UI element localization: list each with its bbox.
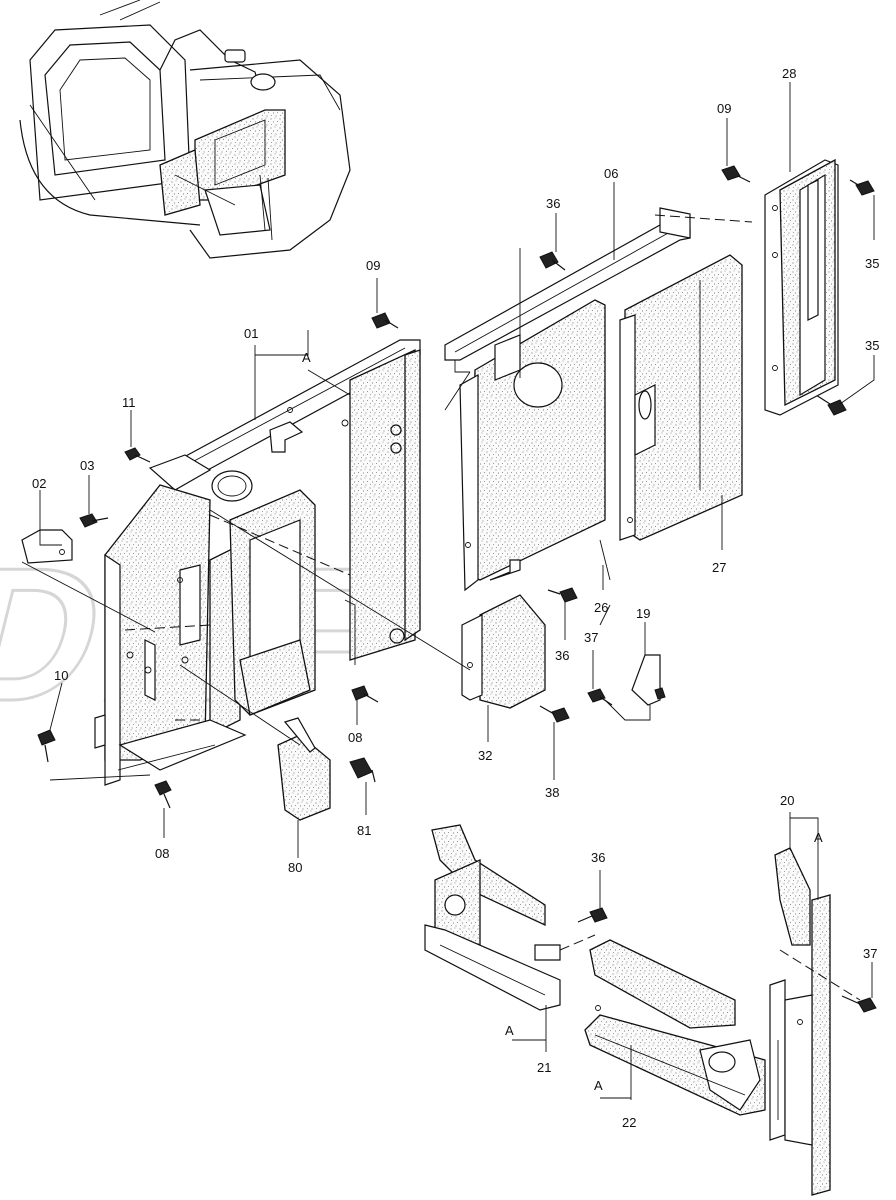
callout-06: 06 [604,166,618,181]
callout-35-lower: 35 [865,338,879,353]
callout-19: 19 [636,606,650,621]
part-19-bracket [631,654,666,706]
callout-08-upper: 08 [348,730,362,745]
callout-27: 27 [712,560,726,575]
part-26-panel [459,299,611,592]
callout-11: 11 [122,395,136,410]
leader-lines [21,82,875,1100]
callout-03: 03 [80,458,94,473]
main-frame [94,339,421,786]
ref-a-part20: A [814,830,823,845]
callout-01: 01 [244,326,258,341]
part-20-assembly [769,847,861,1196]
part-22-assembly [584,939,766,1116]
bolt-09a [371,312,399,329]
callout-36-upper: 36 [546,196,560,211]
part-32-cover [461,594,546,709]
bolt-09b [721,165,751,183]
bolt-11 [124,447,151,463]
callout-20: 20 [780,793,794,808]
bolt-35b [815,394,847,416]
callout-80: 80 [288,860,302,875]
bolt-36a [539,251,566,271]
part-21-assembly [424,824,596,1011]
bolt-08a [351,685,379,703]
callout-08-lower: 08 [155,846,169,861]
ref-a-frame: A [302,350,311,365]
callout-26: 26 [594,600,608,615]
bolt-08b [154,780,172,809]
bolt-35a [849,179,875,196]
callout-35-upper: 35 [865,256,879,271]
bolt-38 [539,705,570,723]
callout-10: 10 [54,668,68,683]
part-28-panel [764,158,839,416]
callout-38: 38 [545,785,559,800]
callout-09-right: 09 [717,101,731,116]
bolt-10 [37,729,56,763]
callout-09-left: 09 [366,258,380,273]
callout-81: 81 [357,823,371,838]
ref-a-part22: A [594,1078,603,1093]
callout-36-middle: 36 [555,648,569,663]
callout-32: 32 [478,748,492,763]
callout-37-upper: 37 [584,630,598,645]
callout-labels: 01 02 03 06 08 08 09 09 10 11 19 20 21 2… [32,66,879,1130]
excavator-overview [19,0,351,259]
callout-36-lower: 36 [591,850,605,865]
part-80-clip [277,717,331,821]
bolt-36c [577,907,608,923]
part-27-panel [619,254,743,541]
callout-21: 21 [537,1060,551,1075]
bolt-03 [79,513,109,528]
bolt-37b [841,995,877,1013]
callout-22: 22 [622,1115,636,1130]
callout-02: 02 [32,476,46,491]
callout-37-lower: 37 [863,946,877,961]
bolt-81 [349,757,376,783]
callout-28: 28 [782,66,796,81]
bolt-36b [547,587,578,603]
part-06-strap [444,207,753,373]
bolt-37a [587,688,613,706]
ref-a-part21: A [505,1023,514,1038]
